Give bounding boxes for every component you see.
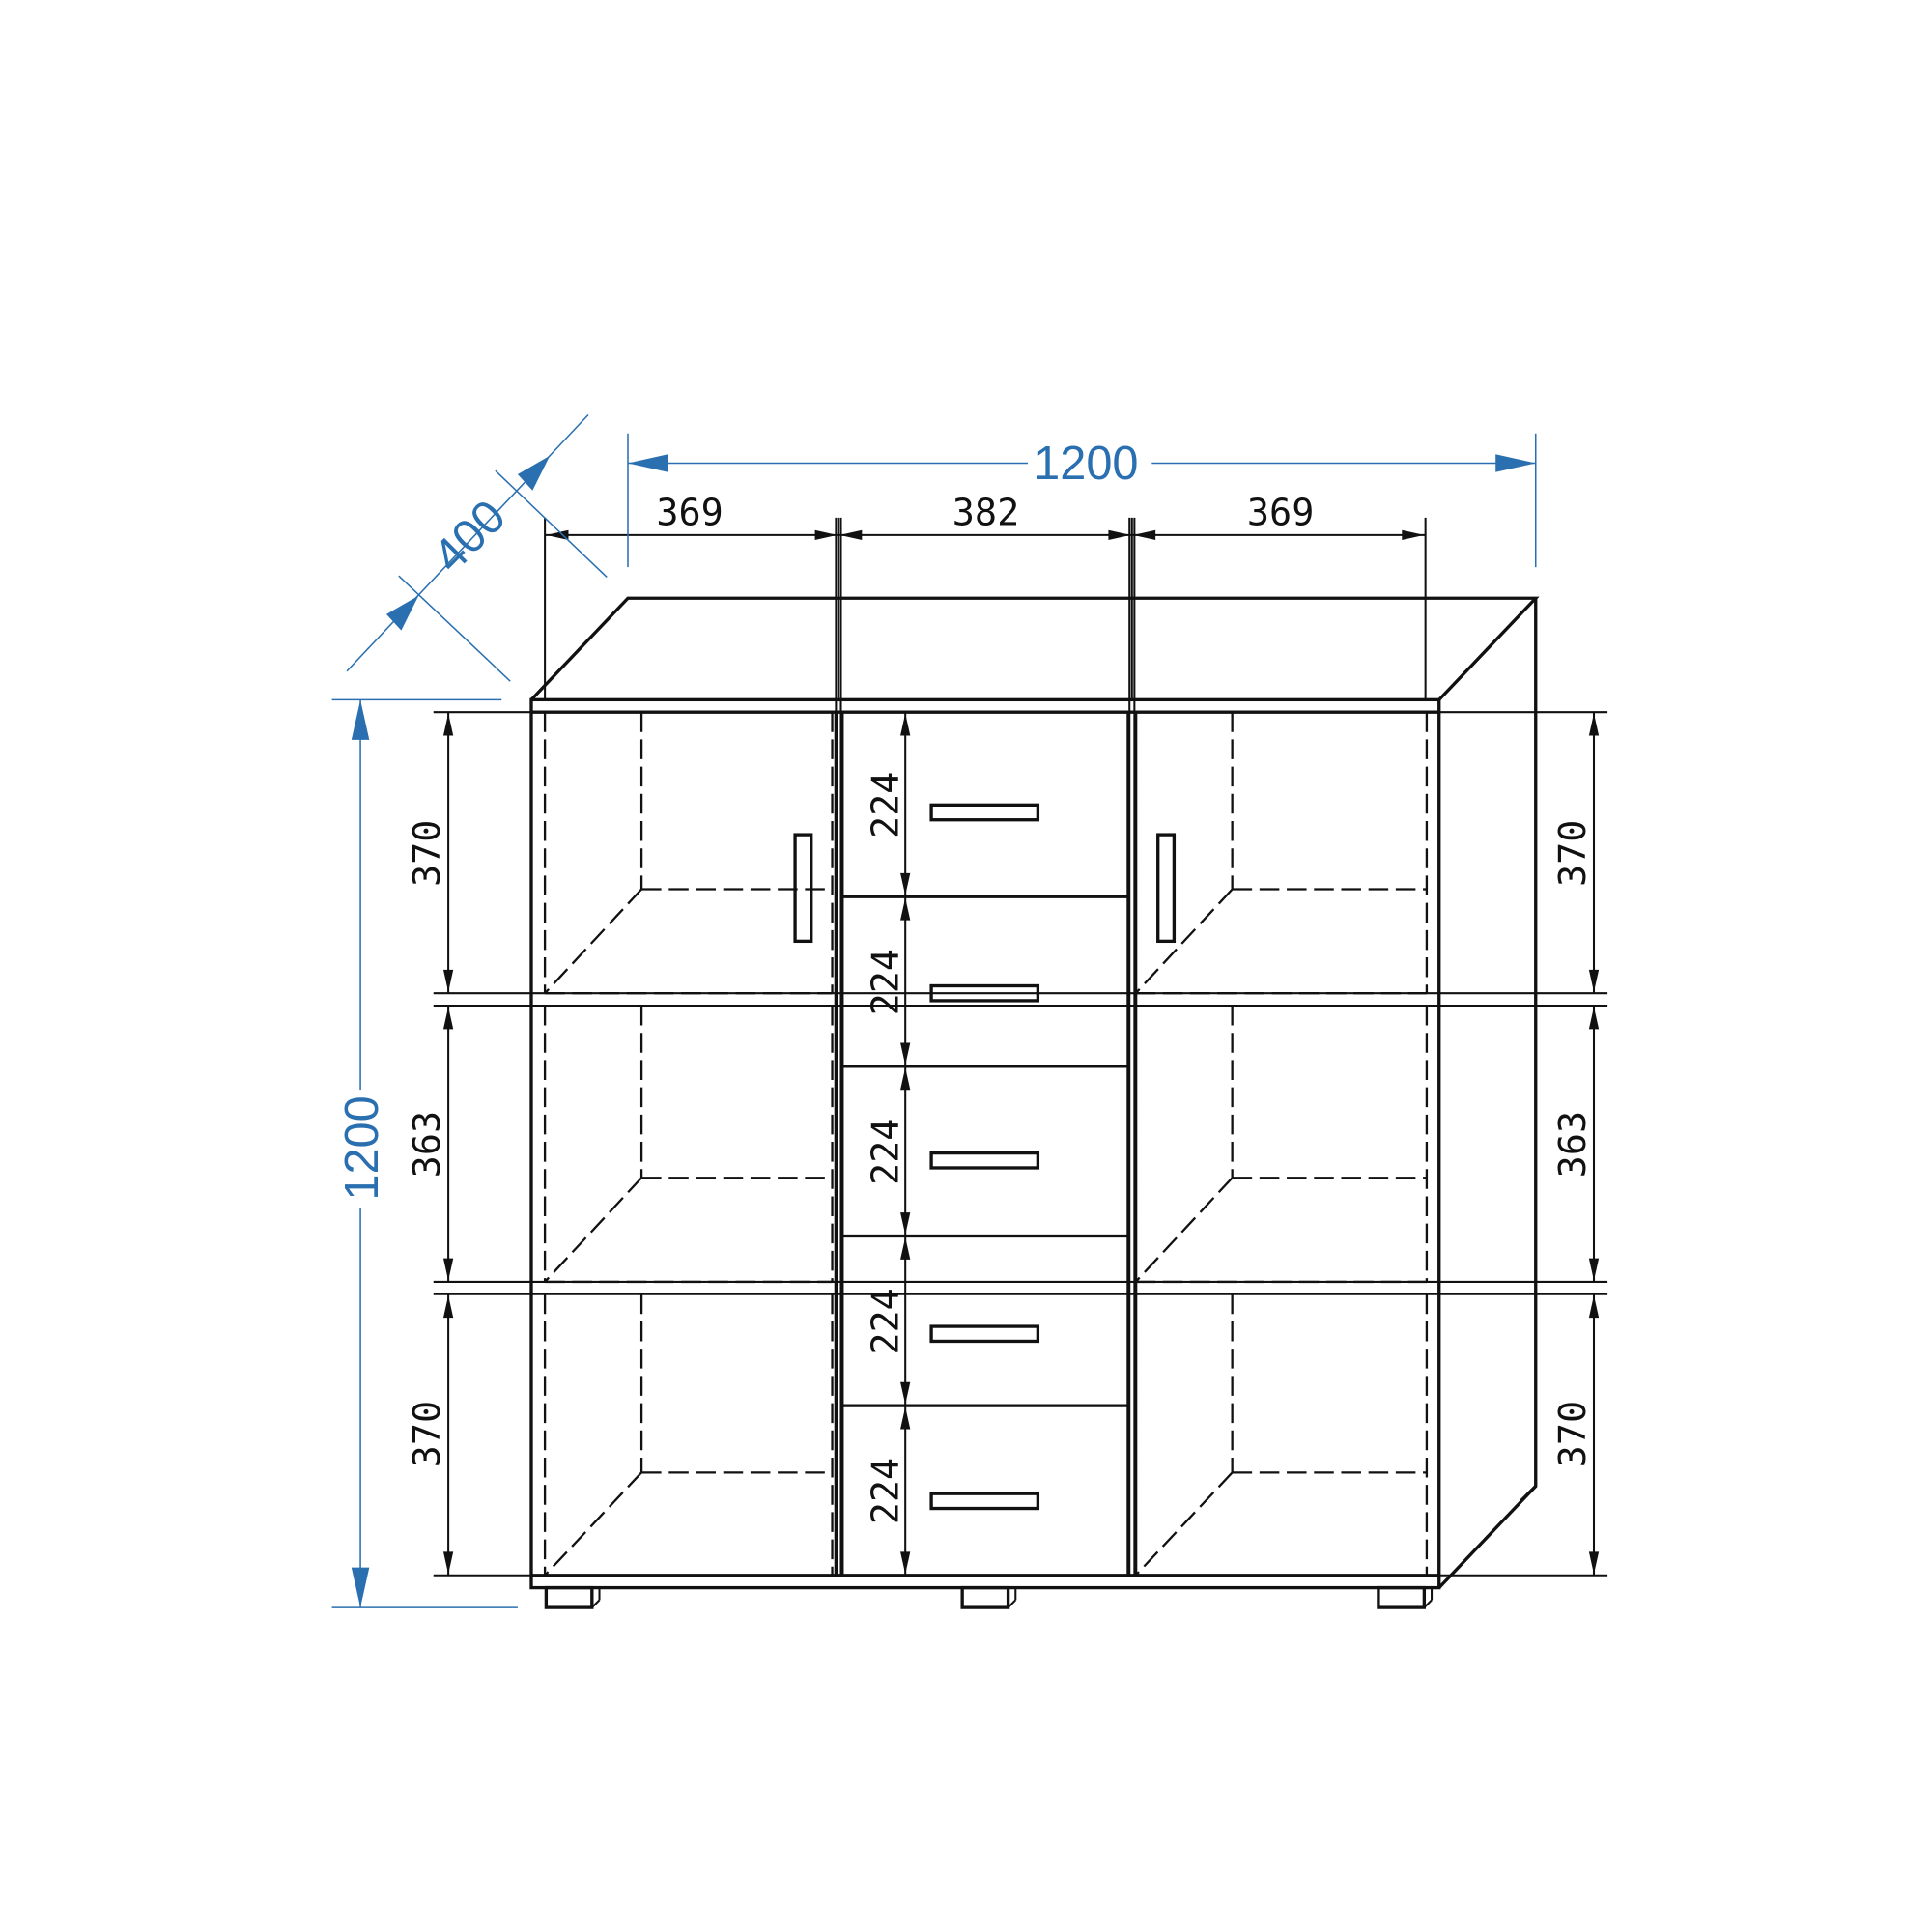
hidden-diagonal-edge (1134, 1177, 1234, 1283)
right-door-handle (1156, 833, 1177, 944)
arrow-head (1588, 1258, 1600, 1281)
drawer-height-1: 224 (864, 772, 907, 838)
left-height-bottom: 370 (406, 1401, 449, 1467)
arrow-head (900, 713, 911, 736)
arrow-head (442, 1551, 454, 1575)
arrow-head (1588, 969, 1600, 992)
width-center-label: 382 (952, 492, 1019, 535)
arrow-head (839, 529, 863, 540)
drawer-handle (929, 983, 1040, 1003)
label-bg (1028, 436, 1150, 491)
front-outline (529, 697, 1441, 1590)
hidden-diagonal-edge (544, 1177, 642, 1283)
arrow-head (442, 713, 454, 736)
arrow-head (900, 1067, 911, 1091)
arrow-head (900, 1406, 911, 1430)
width-left-label: 369 (656, 492, 723, 535)
depth-label: 400 (423, 491, 516, 583)
arrow-head (900, 872, 911, 895)
label-bg (334, 1090, 389, 1208)
arrow-head (814, 529, 838, 540)
arrow-head (1495, 454, 1536, 472)
foot-edge (1423, 1599, 1433, 1608)
arrow-head (900, 1236, 911, 1260)
arrow-head (628, 454, 668, 472)
width-right-label: 369 (1247, 492, 1314, 535)
arrow-head (1588, 713, 1600, 736)
arrow-head (442, 1295, 454, 1319)
foot (960, 1585, 1010, 1609)
arrow-head (517, 455, 551, 491)
foot-edge (591, 1599, 601, 1608)
arrow-head (386, 595, 419, 631)
arrow-head (351, 1567, 370, 1608)
hidden-diagonal-edge (544, 888, 642, 994)
overall-width-label: 1200 (1034, 438, 1138, 490)
arrow-head (900, 897, 911, 921)
foot (544, 1585, 594, 1609)
drawer-height-3: 224 (864, 1119, 907, 1185)
hidden-diagonal-edge (1134, 1471, 1234, 1577)
arrow-head (1133, 529, 1156, 540)
arrow-head (442, 969, 454, 992)
arrow-head (900, 1551, 911, 1575)
foot (1377, 1585, 1427, 1609)
hidden-diagonal-edge (1134, 888, 1234, 994)
drawer-handle (929, 1492, 1040, 1511)
drawer-height-5: 224 (864, 1458, 907, 1524)
drawer-handle (929, 1324, 1040, 1344)
cabinet-body (529, 596, 1540, 1590)
extension-line (398, 575, 511, 682)
drawer-handle (929, 1151, 1040, 1170)
arrow-head (351, 699, 370, 740)
top-panel (529, 596, 1540, 701)
foot-edge (1007, 1599, 1017, 1608)
side-foot (1520, 1485, 1537, 1503)
right-height-bottom: 370 (1551, 1401, 1595, 1467)
arrow-head (1108, 529, 1131, 540)
left-height-middle: 363 (406, 1111, 449, 1178)
arrow-head (900, 1042, 911, 1065)
right-height-top: 370 (1551, 820, 1595, 887)
arrow-head (442, 1258, 454, 1281)
left-height-top: 370 (406, 820, 449, 887)
arrow-head (900, 1212, 911, 1236)
overall-height-label: 1200 (336, 1095, 388, 1200)
drawer-handle (929, 803, 1040, 822)
arrow-head (900, 1381, 911, 1405)
right-height-middle: 363 (1551, 1111, 1595, 1178)
side-panel (1437, 598, 1538, 1589)
arrow-head (1588, 1295, 1600, 1319)
arrow-head (442, 1007, 454, 1030)
arrow-head (1588, 1551, 1600, 1575)
left-door-handle (793, 833, 813, 944)
extension-line (495, 469, 608, 578)
drawer-height-4: 224 (864, 1288, 907, 1354)
arrow-head (1588, 1007, 1600, 1030)
drawer-height-2: 224 (864, 949, 907, 1015)
arrow-head (546, 529, 569, 540)
hidden-diagonal-edge (544, 1471, 642, 1577)
arrow-head (1402, 529, 1425, 540)
